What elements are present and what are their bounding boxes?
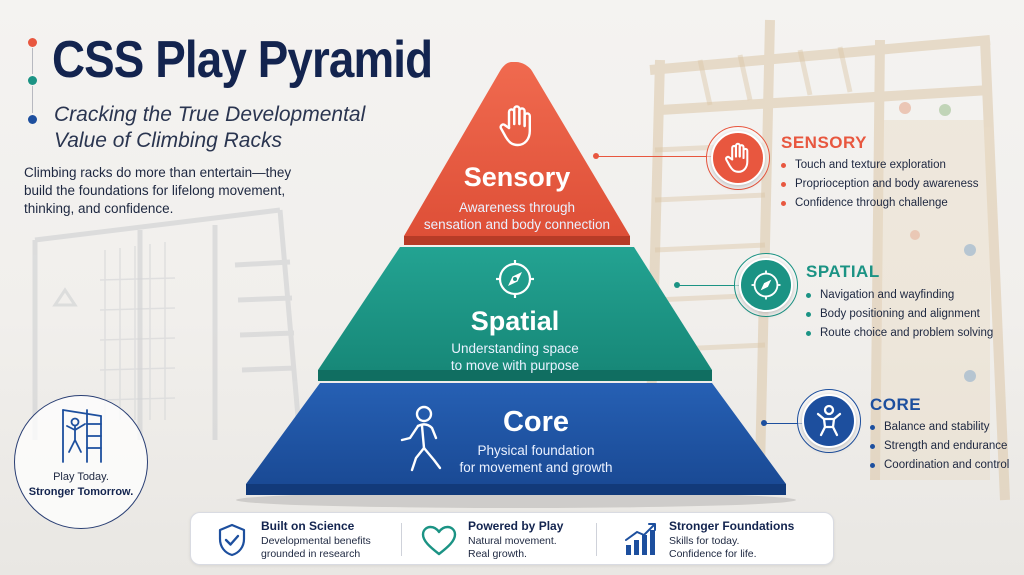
list-item: Route choice and problem solving <box>806 324 993 343</box>
connector-spatial <box>679 285 741 286</box>
footer-foundations-desc: Skills for today. Confidence for life. <box>669 535 757 560</box>
decor-dot-teal <box>28 76 37 85</box>
list-item-text: Strength and endurance <box>884 440 1008 452</box>
decor-dot-red <box>28 38 37 47</box>
desc-line: grounded in research <box>261 547 361 560</box>
panel-spatial-list: Navigation and wayfinding Body positioni… <box>806 286 993 343</box>
desc-line: Developmental benefits <box>261 535 371 547</box>
desc-line: to move with purpose <box>450 358 580 373</box>
tier-spatial-shape <box>318 247 712 370</box>
decor-dot-blue <box>28 115 37 124</box>
child-figure-icon <box>816 404 842 437</box>
desc-line: Natural movement. <box>468 535 557 547</box>
desc-line: Confidence for life. <box>669 547 757 560</box>
tier-sensory-title: Sensory <box>463 162 571 192</box>
tier-core-title: Core <box>502 406 570 438</box>
footer-science-desc: Developmental benefits grounded in resea… <box>261 535 371 560</box>
decor-line <box>32 48 33 74</box>
slogan-badge: Play Today. Stronger Tomorrow. <box>14 395 148 529</box>
subtitle-line-1: Cracking the True Developmental <box>54 103 366 126</box>
connector-dot-sensory <box>593 153 599 159</box>
list-item: Confidence through challenge <box>781 194 978 213</box>
list-item-text: Route choice and problem solving <box>820 327 994 339</box>
subtitle-line-2: Value of Climbing Racks <box>54 129 282 152</box>
list-item-text: Touch and texture exploration <box>795 159 946 171</box>
panel-sensory-list: Touch and texture exploration Propriocep… <box>781 156 978 213</box>
list-item: Body positioning and alignment <box>806 305 993 324</box>
desc-line: Physical foundation <box>477 443 595 458</box>
badge-line-2: Stronger Tomorrow. <box>28 486 134 498</box>
footer-play-title: Powered by Play <box>468 519 564 533</box>
connector-sensory <box>598 156 716 157</box>
hand-icon <box>725 142 749 173</box>
desc-line: sensation and body connection <box>423 217 611 232</box>
desc-line: Awareness through <box>458 200 576 215</box>
tier-spatial: Spatial Understanding space to move with… <box>318 250 712 373</box>
list-item-text: Balance and stability <box>884 421 990 433</box>
climbing-rack-icon <box>62 409 102 463</box>
connector-dot-spatial <box>674 282 680 288</box>
footer-item-science: Built on Science Developmental benefits … <box>191 513 401 566</box>
list-item: Navigation and wayfinding <box>806 286 993 305</box>
hand-icon <box>499 105 531 147</box>
list-item-text: Proprioception and body awareness <box>795 178 979 190</box>
decor-line <box>32 86 33 113</box>
desc-line: for movement and growth <box>459 460 613 475</box>
panel-core-list: Balance and stability Strength and endur… <box>870 418 1009 475</box>
tier-sensory-shape <box>404 62 630 236</box>
panel-spatial-title: SPATIAL <box>806 262 880 281</box>
footer-play-desc: Natural movement. Real growth. <box>468 535 557 560</box>
compass-icon <box>496 260 534 298</box>
compass-icon <box>751 270 781 300</box>
footer-separator <box>596 523 597 556</box>
climbing-figure-icon <box>400 405 442 472</box>
list-item-text: Body positioning and alignment <box>820 308 980 320</box>
footer-item-play: Powered by Play Natural movement. Real g… <box>402 513 596 566</box>
list-item: Balance and stability <box>870 418 1009 437</box>
list-item-text: Navigation and wayfinding <box>820 289 955 301</box>
tier-spatial-title: Spatial <box>470 306 560 336</box>
panel-spatial-icon <box>739 258 793 312</box>
footer-foundations-title: Stronger Foundations <box>669 519 795 533</box>
tier-core-desc: Physical foundation for movement and gro… <box>436 442 636 476</box>
intro-text: Climbing racks do more than entertain—th… <box>24 165 292 216</box>
list-item: Proprioception and body awareness <box>781 175 978 194</box>
list-item-text: Confidence through challenge <box>795 197 948 209</box>
panel-sensory-icon <box>711 131 765 185</box>
desc-line: Understanding space <box>451 341 579 356</box>
connector-core <box>766 423 806 424</box>
list-item: Coordination and control <box>870 456 1009 475</box>
badge-line-1: Play Today. <box>53 471 109 483</box>
panel-core-title: CORE <box>870 395 922 414</box>
tier-core-shape <box>246 383 786 484</box>
tier-sensory-desc: Awareness through sensation and body con… <box>404 199 630 233</box>
heart-icon <box>421 525 457 556</box>
page-title: CSS Play Pyramid <box>52 31 433 89</box>
shield-check-icon <box>218 523 246 557</box>
desc-line: Skills for today. <box>669 535 740 547</box>
tier-core: Core Physical foundation for movement an… <box>436 400 636 480</box>
desc-line: Real growth. <box>468 547 527 560</box>
footer-item-foundations: Stronger Foundations Skills for today. C… <box>597 513 833 566</box>
list-item: Touch and texture exploration <box>781 156 978 175</box>
footer-bar: Built on Science Developmental benefits … <box>190 512 834 565</box>
list-item-text: Coordination and control <box>884 459 1010 471</box>
panel-sensory-title: SENSORY <box>781 133 868 152</box>
page-subtitle: Cracking the True Developmental Value of… <box>54 102 394 154</box>
tier-spatial-desc: Understanding space to move with purpose <box>318 340 712 374</box>
panel-core-icon <box>802 394 856 448</box>
footer-separator <box>401 523 402 556</box>
bar-chart-icon <box>625 523 656 555</box>
footer-science-title: Built on Science <box>261 519 355 533</box>
list-item: Strength and endurance <box>870 437 1009 456</box>
tier-sensory: Sensory Awareness through sensation and … <box>404 100 630 236</box>
connector-dot-core <box>761 420 767 426</box>
